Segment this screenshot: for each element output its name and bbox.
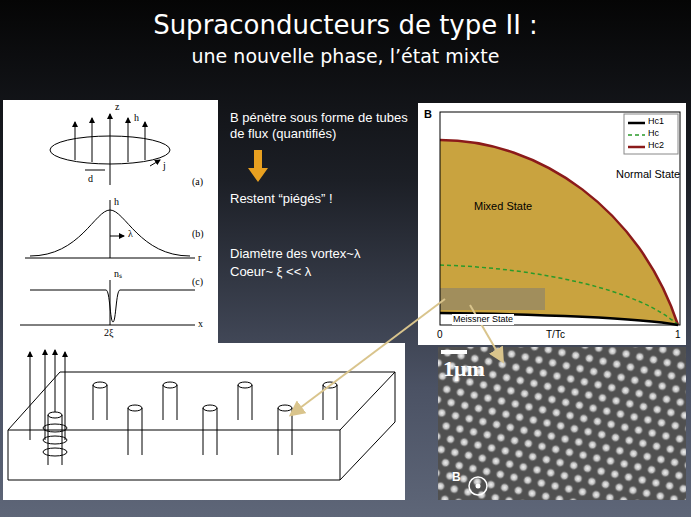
slide-title: Supraconducteurs de type II : <box>0 10 691 41</box>
region-label: Mixed State <box>474 200 532 213</box>
slide-subtitle: une nouvelle phase, l’état mixte <box>0 45 691 68</box>
bullet-text: Restent “piégés” ! <box>230 191 333 207</box>
axis-label: d <box>88 173 93 185</box>
region-label: Meissner State <box>452 314 514 325</box>
scale-label: 1μm <box>443 356 485 382</box>
bullet-text: Diamètre des vortex~λ <box>230 246 360 262</box>
axis-label: nₛ <box>114 268 122 280</box>
axis-label: h <box>114 196 119 208</box>
axis-label: x <box>198 318 203 330</box>
panel-letter: (b) <box>192 228 204 240</box>
bullet-text: B pénètre sous forme de tubes de flux (q… <box>230 110 410 141</box>
axis-label: T/Tc <box>546 329 565 341</box>
panel-letter: (a) <box>192 176 203 188</box>
tick-label: 0 <box>437 329 443 341</box>
axis-label: λ <box>128 228 133 240</box>
axis-label: 2ξ <box>104 327 113 339</box>
region-label: Normal State <box>616 168 680 181</box>
tick-label: 1 <box>675 329 681 341</box>
legend-text: Hc1 <box>648 117 664 127</box>
legend-text: Hc <box>648 129 659 139</box>
axis-label: z <box>115 101 119 113</box>
bullet-text: Coeur~ ξ << λ <box>230 264 311 280</box>
panel-letter: (c) <box>192 276 203 288</box>
axis-label: h <box>134 112 139 124</box>
axis-label: j <box>163 160 166 172</box>
field-label: B <box>452 470 461 484</box>
axis-label: B <box>424 108 432 121</box>
axis-label: r <box>198 252 201 264</box>
legend-text: Hc2 <box>648 141 664 151</box>
